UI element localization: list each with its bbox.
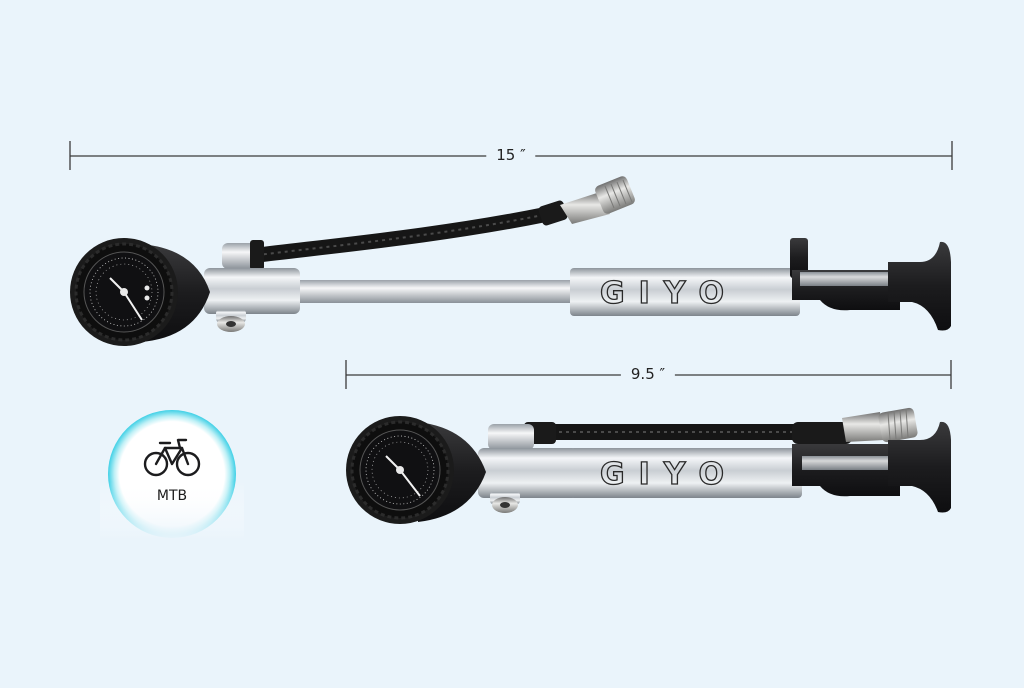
length-label-short: 9.5 ″ — [620, 365, 676, 383]
length-label-long: 15 ″ — [486, 146, 536, 164]
bicycle-icon — [143, 438, 201, 477]
pump-extended: GIYO — [70, 176, 951, 346]
brand-logo-compact: GIYO — [600, 457, 738, 492]
brand-logo-extended: GIYO — [600, 276, 738, 311]
mtb-badge: MTB — [104, 410, 240, 538]
badge-label: MTB — [156, 488, 188, 504]
pump-compact: GIYO — [346, 407, 951, 524]
mtb-badge-ring — [100, 410, 244, 540]
